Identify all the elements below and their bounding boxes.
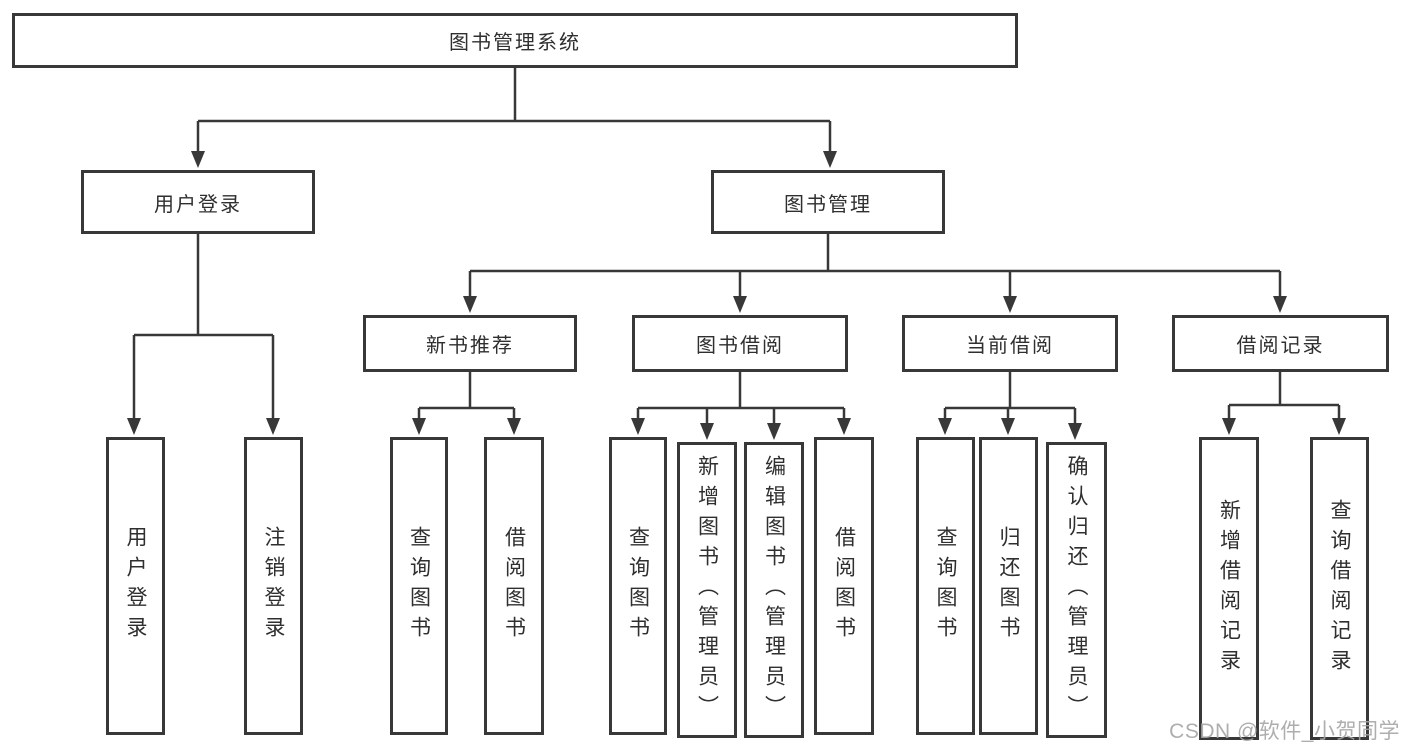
leaf-query-books-label: 查询图书	[407, 526, 431, 646]
leaf-borrow-books: 借阅图书	[484, 437, 544, 735]
node-book-management: 图书管理	[711, 170, 945, 234]
node-current-borrowing-label: 当前借阅	[966, 335, 1054, 357]
node-root: 图书管理系统	[12, 13, 1018, 68]
leaf-add-books-admin: 新增图书（管理员）	[677, 442, 737, 738]
node-book-borrowing: 图书借阅	[632, 315, 848, 372]
node-borrowing-records-label: 借阅记录	[1236, 335, 1325, 357]
csdn-watermark: CSDN @软件_小贺同学	[1169, 720, 1400, 743]
leaf-query-books-label: 查询图书	[626, 526, 650, 646]
leaf-return-books-label: 归还图书	[997, 526, 1020, 646]
leaf-logout: 注销登录	[244, 437, 303, 735]
leaf-add-borrow-record-label: 新增借阅记录	[1217, 498, 1241, 679]
leaf-edit-books-admin: 编辑图书（管理员）	[744, 442, 804, 738]
leaf-borrow-books-label: 借阅图书	[502, 526, 526, 646]
leaf-edit-books-admin-label: 编辑图书（管理员）	[762, 455, 786, 725]
leaf-borrow-books: 借阅图书	[814, 437, 874, 735]
leaf-query-borrow-record: 查询借阅记录	[1310, 437, 1369, 740]
node-new-book-recommend: 新书推荐	[363, 315, 577, 372]
leaf-query-borrow-record-label: 查询借阅记录	[1328, 498, 1351, 679]
leaf-query-books-label: 查询图书	[934, 526, 957, 646]
node-book-management-label: 图书管理	[784, 193, 872, 216]
leaf-query-books: 查询图书	[609, 437, 667, 735]
node-root-label: 图书管理系统	[449, 32, 581, 54]
leaf-add-books-admin-label: 新增图书（管理员）	[695, 455, 719, 725]
leaf-borrow-books-label: 借阅图书	[832, 526, 856, 646]
leaf-user-login-label: 用户登录	[124, 526, 147, 646]
leaf-logout-label: 注销登录	[262, 526, 285, 646]
node-book-borrowing-label: 图书借阅	[696, 335, 784, 357]
leaf-query-books: 查询图书	[916, 437, 975, 735]
node-borrowing-records: 借阅记录	[1172, 315, 1389, 372]
leaf-confirm-return-admin-label: 确认归还（管理员）	[1065, 455, 1088, 725]
leaf-return-books: 归还图书	[979, 437, 1038, 735]
leaf-user-login: 用户登录	[106, 437, 165, 735]
node-user-login: 用户登录	[81, 170, 315, 234]
node-new-book-recommend-label: 新书推荐	[426, 335, 514, 357]
node-user-login-label: 用户登录	[154, 193, 242, 216]
node-current-borrowing: 当前借阅	[902, 315, 1118, 372]
leaf-confirm-return-admin: 确认归还（管理员）	[1046, 442, 1107, 738]
leaf-add-borrow-record: 新增借阅记录	[1199, 437, 1259, 740]
leaf-query-books: 查询图书	[390, 437, 448, 735]
